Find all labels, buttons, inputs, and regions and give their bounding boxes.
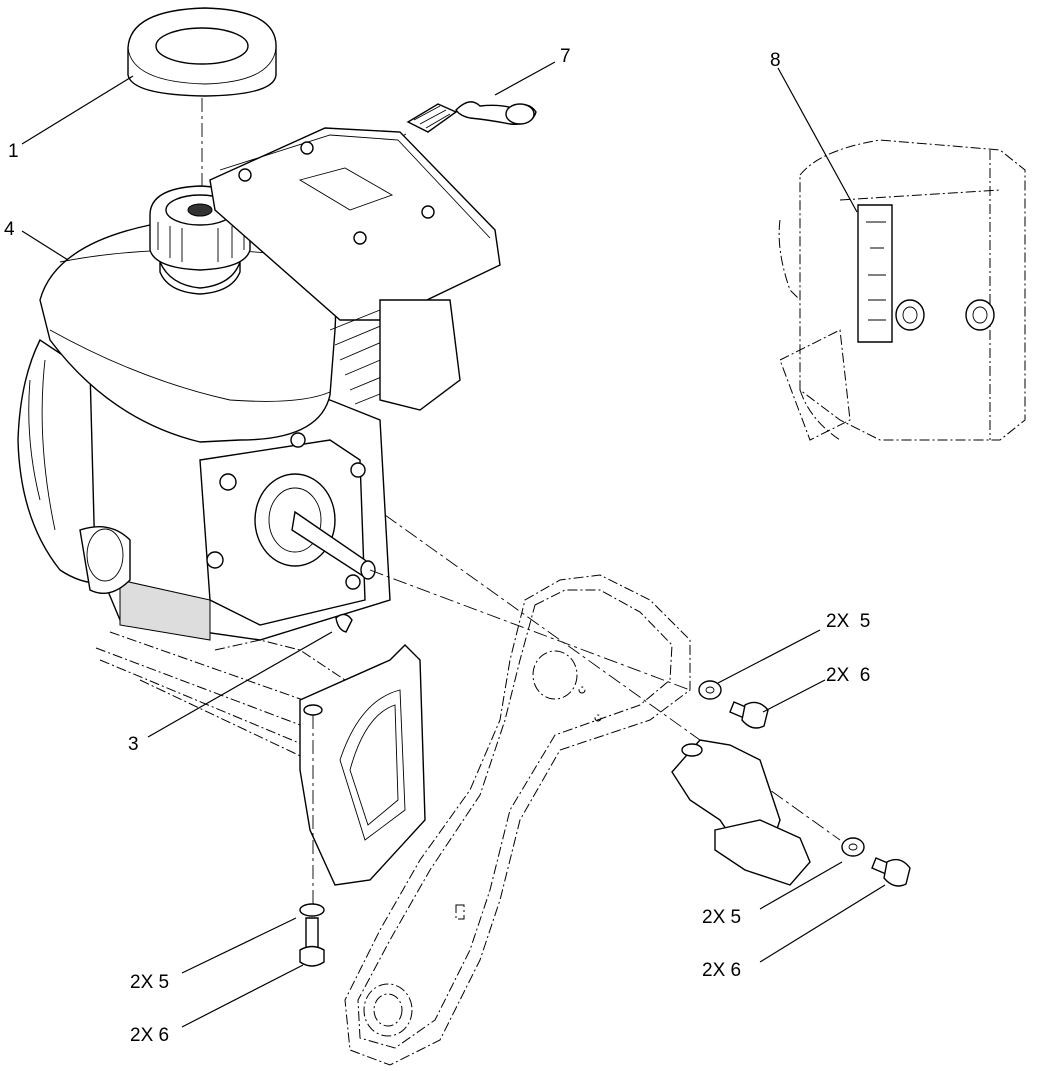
callout-6-left: 2X 6 <box>130 1025 169 1046</box>
leader-6-right-low <box>759 884 886 963</box>
callout-6-right-top: 2X 6 <box>826 665 870 686</box>
shaft-centerline <box>369 569 691 691</box>
callout-5-left: 2X 5 <box>130 972 169 993</box>
leader-5-right-top <box>717 629 821 684</box>
callout-5-right-low: 2X 5 <box>702 907 741 928</box>
part-3-shaft-key <box>335 613 353 633</box>
right-bracket <box>671 739 811 886</box>
leader-5-left <box>181 917 297 974</box>
left-washer-part-5 <box>299 903 325 917</box>
leader-lines <box>21 61 886 1028</box>
leader-7 <box>494 61 556 96</box>
left-bolt-part-6 <box>299 917 325 967</box>
part-4-engine <box>17 127 501 641</box>
callout-8: 8 <box>770 50 781 71</box>
leader-5-right-low <box>759 861 843 910</box>
right-lower-washer-part-5 <box>841 837 865 857</box>
part-7-key <box>406 101 537 133</box>
right-upper-bolt-part-6 <box>729 701 769 729</box>
leader-4 <box>21 230 69 261</box>
bolt-centerline-right <box>384 514 841 841</box>
callout-4: 4 <box>4 219 15 240</box>
leader-6-left <box>181 964 304 1028</box>
leader-8 <box>777 67 858 213</box>
leader-6-right-top <box>762 679 826 713</box>
leader-3 <box>147 631 333 738</box>
callout-3: 3 <box>128 734 139 755</box>
part-1-gasket <box>127 7 277 97</box>
part-8-decal-detail-view <box>778 139 1026 441</box>
main-frame-plate <box>344 574 691 1066</box>
callout-5-right-top: 2X 5 <box>826 611 870 632</box>
callout-7: 7 <box>560 46 571 67</box>
callout-1: 1 <box>8 141 19 162</box>
right-lower-bolt-part-6 <box>871 857 911 887</box>
callout-6-right-low: 2X 6 <box>702 960 741 981</box>
right-upper-washer-part-5 <box>698 680 722 700</box>
leader-1 <box>21 75 134 145</box>
left-mounting-bracket <box>299 644 426 886</box>
